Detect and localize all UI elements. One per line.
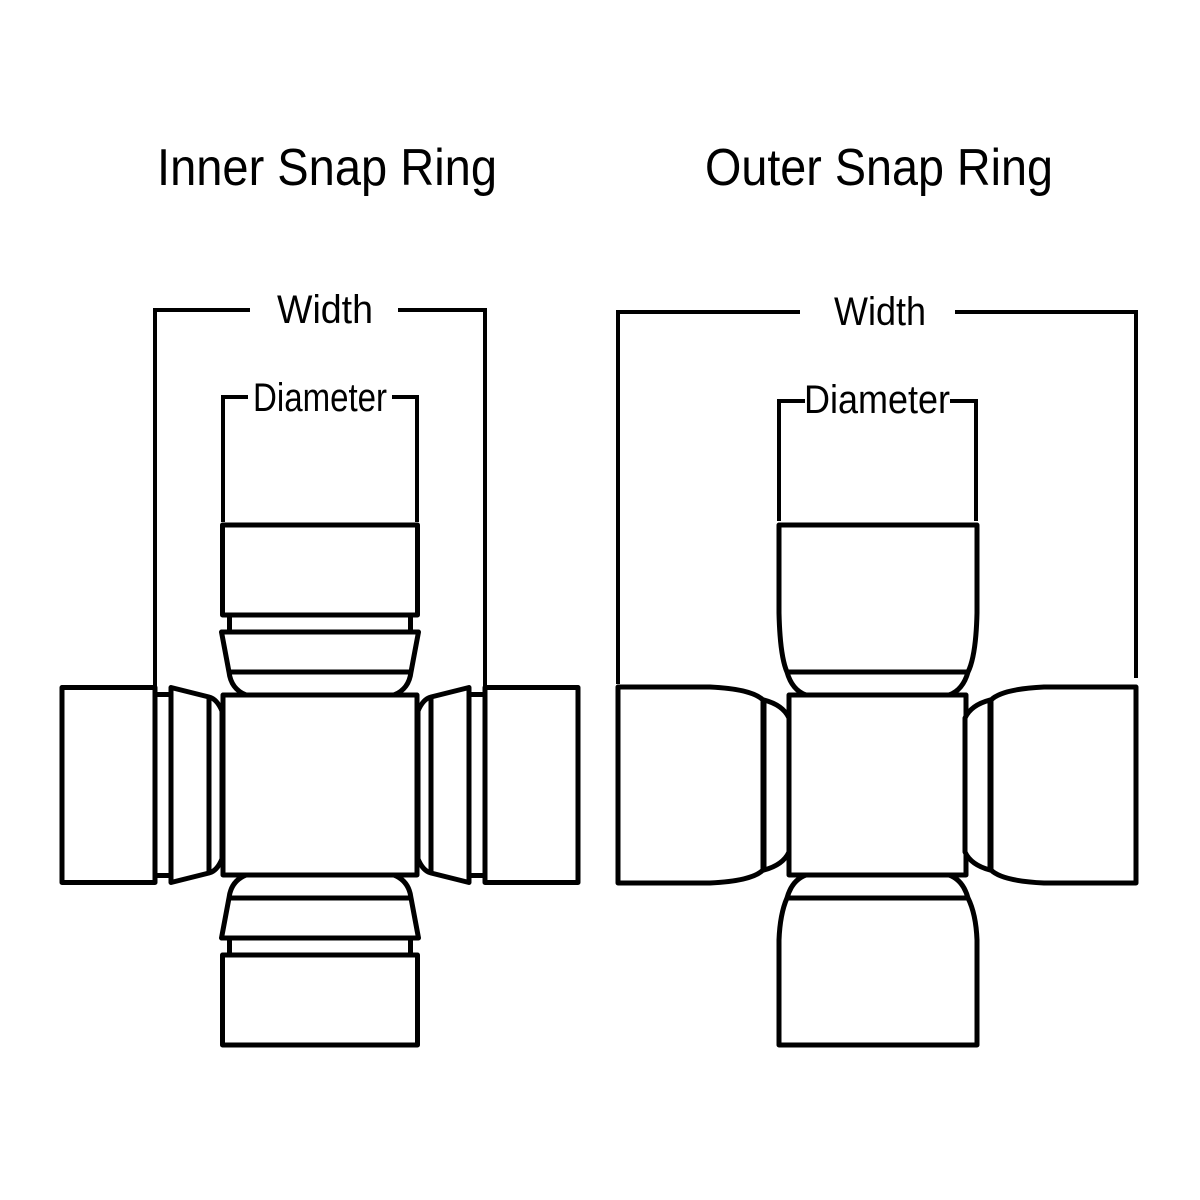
bearing-cup xyxy=(615,684,766,886)
arm-right xyxy=(962,684,1139,886)
arm-left xyxy=(615,684,792,886)
width-dimension: Width xyxy=(616,290,1138,684)
arm-top xyxy=(219,522,421,698)
width-dimension: Width xyxy=(153,288,487,686)
bearing-cup xyxy=(220,522,420,618)
arm-bottom xyxy=(776,872,980,1048)
diameter-bracket-right xyxy=(950,399,978,521)
inner-ujoint-drawing xyxy=(59,522,581,1048)
bearing-cup xyxy=(988,684,1139,886)
width-bracket-right xyxy=(398,308,487,686)
bearing-cup xyxy=(482,685,581,885)
diameter-label: Diameter xyxy=(253,376,387,420)
seal-lip xyxy=(962,697,993,873)
arm-top xyxy=(776,522,980,698)
diameter-bracket-left xyxy=(777,399,805,521)
seal-lip xyxy=(761,697,792,873)
seal-bell xyxy=(219,629,421,698)
arm-bottom xyxy=(219,872,421,1048)
arm-left xyxy=(59,685,225,885)
center-body xyxy=(786,692,969,878)
diameter-bracket-left xyxy=(221,395,248,522)
seal-bell xyxy=(168,685,225,885)
snap-ring-groove xyxy=(227,612,413,635)
width-bracket-right xyxy=(955,310,1138,678)
outer-snap-ring-diagram: Outer Snap Ring Width Diameter xyxy=(615,139,1139,1048)
outer-ujoint-drawing xyxy=(615,522,1139,1048)
width-bracket-left xyxy=(616,310,800,684)
width-label: Width xyxy=(834,290,926,334)
center-body xyxy=(220,692,420,878)
inner-snap-ring-diagram: Inner Snap Ring Width Diameter xyxy=(59,139,581,1048)
snap-ring-groove xyxy=(227,935,413,958)
diameter-dimension: Diameter xyxy=(221,376,419,522)
width-label: Width xyxy=(277,288,373,332)
bearing-cup xyxy=(776,872,980,1048)
bearing-cup xyxy=(776,522,980,698)
bearing-cup xyxy=(59,685,158,885)
diagram-title: Outer Snap Ring xyxy=(705,139,1053,197)
diagram-title: Inner Snap Ring xyxy=(157,139,497,197)
diameter-label: Diameter xyxy=(804,378,950,422)
arm-right xyxy=(415,685,581,885)
seal-bell xyxy=(415,685,472,885)
diameter-bracket-right xyxy=(392,395,419,522)
seal-bell xyxy=(219,872,421,941)
diameter-dimension: Diameter xyxy=(777,378,978,521)
width-bracket-left xyxy=(153,308,250,686)
bearing-cup xyxy=(220,952,420,1048)
